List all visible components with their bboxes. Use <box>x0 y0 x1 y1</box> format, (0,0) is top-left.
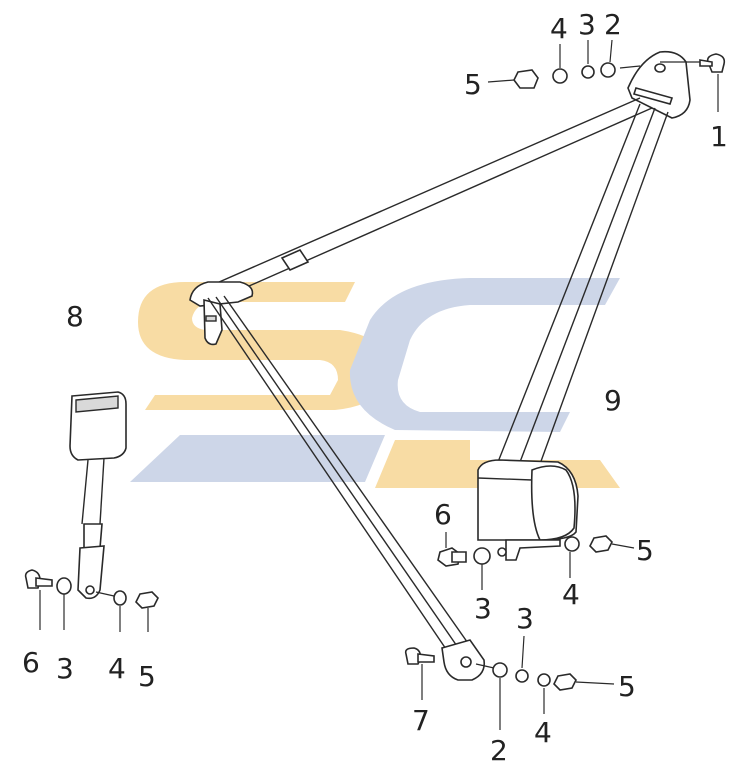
callout-top-5: 5 <box>464 68 482 101</box>
callout-retractor-3: 3 <box>474 592 492 625</box>
callout-lower-2: 2 <box>490 734 508 767</box>
hardware-buckle <box>24 569 159 632</box>
seat-belt-buckle <box>69 391 127 600</box>
callout-lower-3: 3 <box>516 602 534 635</box>
watermark-s-top <box>138 282 391 410</box>
callout-retractor-5: 5 <box>636 534 654 567</box>
callout-top-4: 4 <box>550 12 568 45</box>
watermark-bar-left <box>130 435 385 482</box>
callout-retractor-4: 4 <box>562 578 580 611</box>
hardware-top <box>487 39 726 112</box>
callout-buckle-3: 3 <box>56 652 74 685</box>
callout-top-1: 1 <box>710 120 728 153</box>
shoulder-belt-upper <box>209 97 653 299</box>
lap-belt <box>207 295 471 653</box>
callout-buckle-8: 8 <box>66 300 84 333</box>
callout-top-3: 3 <box>578 8 596 41</box>
callout-lower-7: 7 <box>412 704 430 737</box>
watermark-c <box>349 278 620 432</box>
callout-lower-4: 4 <box>534 716 552 749</box>
callout-buckle-6: 6 <box>22 646 40 679</box>
lower-anchor-plate <box>441 639 486 681</box>
shoulder-belt-retractor-run <box>497 103 669 465</box>
callout-buckle-5: 5 <box>138 660 156 693</box>
callout-buckle-4: 4 <box>108 652 126 685</box>
hardware-retractor <box>437 532 635 590</box>
callout-labels: 5 4 3 2 1 8 9 6 3 4 5 6 3 4 5 3 7 2 4 5 <box>22 8 728 767</box>
callout-retractor-6: 6 <box>434 498 452 531</box>
callout-lower-5: 5 <box>618 670 636 703</box>
retractor <box>477 459 579 561</box>
upper-anchor-bracket <box>627 50 691 119</box>
hardware-lower <box>404 635 615 730</box>
callout-top-2: 2 <box>604 8 622 41</box>
callout-retractor-9: 9 <box>604 384 622 417</box>
